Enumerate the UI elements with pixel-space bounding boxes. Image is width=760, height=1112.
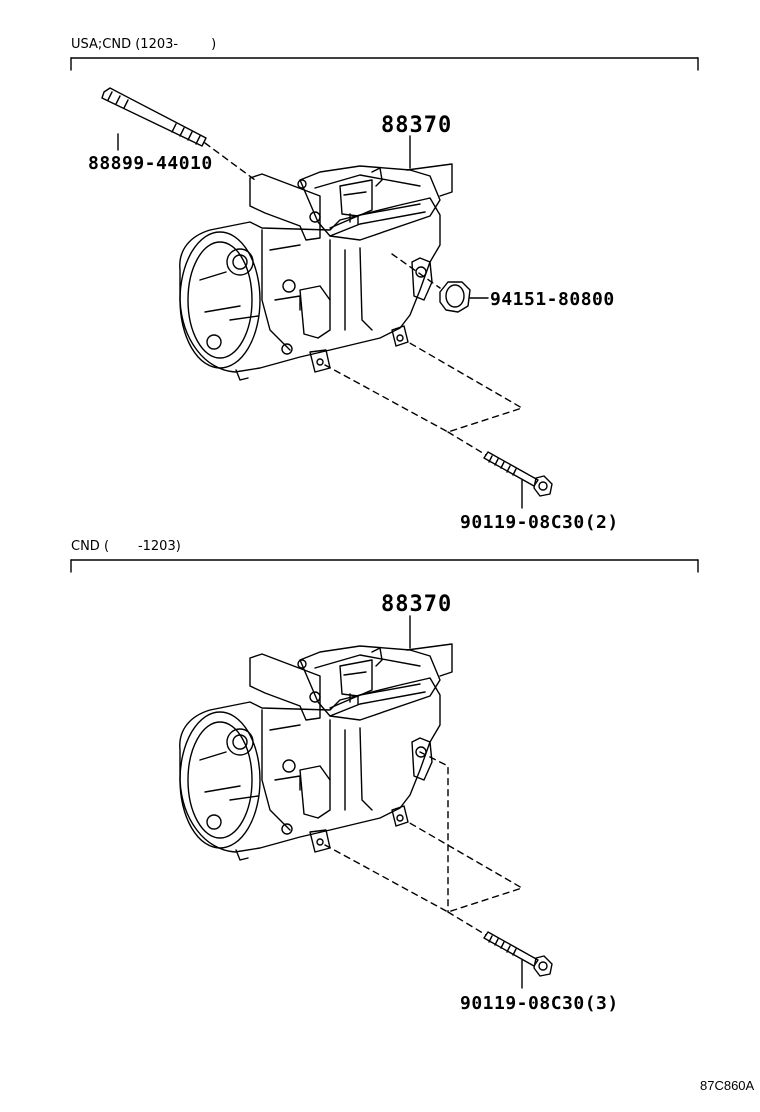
stud-bolt-drawing <box>101 87 207 147</box>
compressor-top-drawing <box>179 163 453 381</box>
illustration-code: 87C860A <box>700 1078 755 1093</box>
bolt-top-drawing <box>483 451 553 497</box>
dash-bolt-top <box>324 341 523 433</box>
part-nut[interactable]: 94151-80800 <box>490 289 615 310</box>
part-88370-top[interactable]: 88370 <box>381 113 453 138</box>
section-2-label: CND ( -1203) <box>71 539 181 554</box>
part-stud-bolt[interactable]: 88899-44010 <box>88 153 213 174</box>
bolt-bottom-drawing <box>483 931 553 977</box>
section-2-rule <box>70 559 699 573</box>
dash-bolt-bottom <box>324 821 523 913</box>
nut-drawing <box>439 281 471 313</box>
dash-nut <box>391 253 441 289</box>
section-1-label: USA;CND (1203- ) <box>71 37 217 52</box>
dash-stud <box>204 142 256 181</box>
part-bolt-bottom[interactable]: 90119-08C30(3) <box>460 993 619 1014</box>
part-bolt-top[interactable]: 90119-08C30(2) <box>460 512 619 533</box>
section-1-rule <box>70 57 699 71</box>
compressor-bottom-drawing <box>179 643 453 861</box>
part-88370-bottom[interactable]: 88370 <box>381 592 453 617</box>
